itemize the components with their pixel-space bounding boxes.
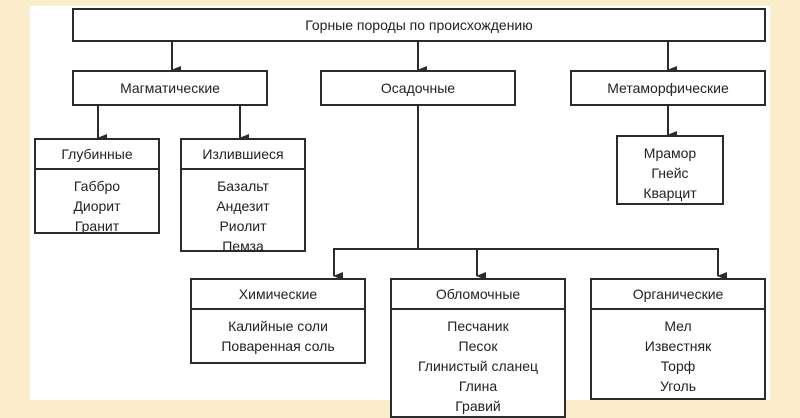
category-label: Магматические	[120, 80, 220, 96]
list-item: Габбро	[73, 178, 121, 194]
category-label: Осадочные	[380, 80, 456, 96]
group-deep: Глубинные Габбро Диорит Гранит	[34, 138, 160, 234]
rock-list: Мрамор Гнейс Кварцит	[618, 143, 722, 203]
group-metamorphic-list: Мрамор Гнейс Кварцит	[616, 135, 724, 205]
rock-list: Мел Известняк Торф Уголь	[592, 310, 764, 396]
list-item: Гравий	[455, 398, 501, 414]
list-item: Риолит	[219, 218, 267, 234]
list-item: Кварцит	[643, 185, 697, 201]
group-title: Излившиеся	[182, 140, 304, 170]
category-magmatic: Магматические	[72, 70, 268, 106]
list-item: Мел	[664, 318, 692, 334]
category-metamorphic: Метаморфические	[570, 70, 766, 106]
list-item: Гранит	[74, 218, 120, 234]
list-item: Торф	[660, 358, 696, 374]
list-item: Диорит	[73, 198, 121, 214]
group-organic: Органические Мел Известняк Торф Уголь	[590, 278, 766, 400]
list-item: Песок	[458, 338, 498, 354]
list-item: Мрамор	[643, 145, 697, 161]
list-item: Глинистый сланец	[417, 358, 538, 374]
rock-list: Габбро Диорит Гранит	[36, 170, 158, 236]
rock-list: Калийные соли Поваренная соль	[192, 310, 364, 356]
group-effusive: Излившиеся Базальт Андезит Риолит Пемза	[180, 138, 306, 254]
list-item: Гнейс	[651, 165, 689, 181]
group-title: Обломочные	[392, 280, 564, 310]
rock-list: Песчаник Песок Глинистый сланец Глина Гр…	[392, 310, 564, 416]
list-item: Калийные соли	[228, 318, 328, 334]
list-item: Базальт	[217, 178, 269, 194]
list-item: Пемза	[222, 238, 264, 254]
group-clastic: Обломочные Песчаник Песок Глинистый слан…	[390, 278, 566, 418]
category-label: Метаморфические	[607, 80, 729, 96]
list-item: Поваренная соль	[221, 338, 335, 354]
root-label: Горные породы по происхождению	[305, 17, 533, 33]
list-item: Андезит	[216, 198, 270, 214]
list-item: Уголь	[659, 378, 696, 394]
list-item: Глина	[458, 378, 498, 394]
group-title: Глубинные	[36, 140, 158, 170]
root-node: Горные породы по происхождению	[72, 8, 766, 42]
group-title: Химические	[192, 280, 364, 310]
list-item: Известняк	[644, 338, 712, 354]
rock-list: Базальт Андезит Риолит Пемза	[182, 170, 304, 256]
category-sedimentary: Осадочные	[320, 70, 516, 106]
group-chemical: Химические Калийные соли Поваренная соль	[190, 278, 366, 364]
group-title: Органические	[592, 280, 764, 310]
list-item: Песчаник	[447, 318, 509, 334]
